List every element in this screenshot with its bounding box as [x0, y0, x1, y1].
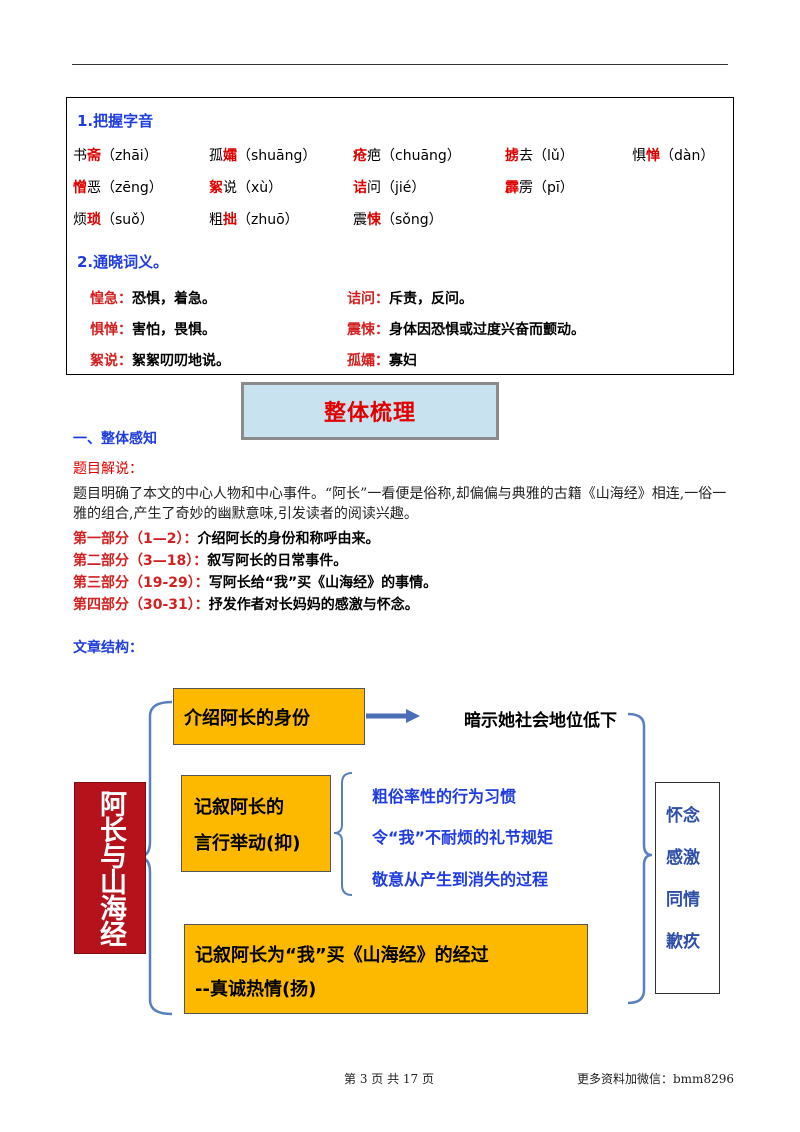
pronunciation-item: 震悚（sǒng）: [353, 211, 443, 229]
behavior-box: 记叙阿长的 言行举动(抑): [181, 775, 331, 872]
character-text: 悚: [367, 212, 381, 228]
character-text: 霹: [505, 180, 519, 196]
feelings-box: 怀念 感激 同情 歉疚: [655, 782, 720, 994]
definition-item: 震悚：身体因恐惧或过度兴奋而颤动。: [347, 322, 585, 338]
title-explanation-text: 题目明确了本文的中心人物和中心事件。“阿长”一看便是俗称,却偏偏与典雅的古籍《山…: [73, 486, 727, 522]
character-text: 粗: [209, 212, 223, 228]
section-heading: 一、整体感知: [73, 431, 157, 447]
structure-heading: 文章结构：: [73, 640, 143, 656]
pronunciation-item: 疮疤（chuāng）: [353, 147, 461, 165]
right-brace: [627, 712, 653, 1005]
character-text: 惧: [632, 148, 646, 164]
section-banner: 整体梳理: [241, 382, 499, 440]
arrow-head-icon: [406, 709, 420, 723]
pinyin-text: （suǒ）: [101, 212, 154, 228]
pinyin-text: （lǔ）: [533, 148, 574, 164]
definition-item: 惶急：恐惧，着急。: [90, 291, 216, 307]
character-text: 恶: [87, 180, 101, 196]
pronunciation-item: 掳去（lǔ）: [505, 147, 574, 165]
pronunciation-item: 诘问（jié）: [353, 179, 425, 197]
part-item: 第四部分（30-31）：抒发作者对长妈妈的感激与怀念。: [73, 597, 419, 613]
pronunciation-item: 粗拙（zhuō）: [209, 211, 299, 229]
character-text: 去: [519, 148, 533, 164]
pinyin-text: （zhāi）: [101, 148, 158, 164]
behavior-point: 敬意从产生到消失的过程: [372, 870, 549, 889]
feeling-item: 歉疚: [666, 932, 700, 952]
book-purchase-box: 记叙阿长为“我”买《山海经》的经过 --真诚热情(扬): [184, 924, 588, 1014]
pinyin-text: （dàn）: [660, 148, 715, 164]
feeling-item: 同情: [666, 890, 700, 910]
pronunciation-item: 书斋（zhāi）: [73, 147, 158, 165]
part-item: 第二部分（3—18）：叙写阿长的日常事件。: [73, 553, 348, 569]
pronunciation-item: 絮说（xù）: [209, 179, 282, 197]
pinyin-text: （pī）: [533, 180, 574, 196]
character-text: 惮: [646, 148, 660, 164]
character-text: 斋: [87, 148, 101, 164]
pinyin-text: （jié）: [381, 180, 426, 196]
definition-item: 絮说：絮絮叨叨地说。: [90, 353, 230, 369]
character-text: 雳: [519, 180, 533, 196]
pronunciation-item: 憎恶（zēng）: [73, 179, 163, 197]
character-text: 诘: [353, 180, 367, 196]
identity-box-text: 介绍阿长的身份: [184, 707, 310, 729]
banner-title: 整体梳理: [323, 401, 416, 426]
character-text: 孀: [223, 148, 237, 164]
behavior-point: 粗俗率性的行为习惯: [372, 787, 517, 806]
pronunciation-item: 惧惮（dàn）: [632, 147, 714, 165]
header-rule: [72, 64, 728, 65]
character-text: 憎: [73, 180, 87, 196]
main-topic-text: 阿长与山海经: [95, 790, 126, 946]
character-text: 絮: [209, 180, 223, 196]
pinyin-text: （xù）: [237, 180, 283, 196]
wechat-note: 更多资料加微信：bmm8296: [577, 1072, 734, 1086]
main-topic-box: 阿长与山海经: [74, 782, 146, 954]
definition-item: 诘问：斥责，反问。: [347, 291, 473, 307]
vocab-box: [66, 97, 734, 375]
character-text: 孤: [209, 148, 223, 164]
pronunciation-item: 烦琐（suǒ）: [73, 211, 154, 229]
part-item: 第三部分（19-29）：写阿长给“我”买《山海经》的事情。: [73, 575, 438, 591]
feeling-item: 感激: [666, 848, 700, 868]
pronunciation-item: 霹雳（pī）: [505, 179, 574, 197]
page-number: 第 3 页 共 17 页: [344, 1072, 434, 1086]
character-text: 疤: [367, 148, 381, 164]
identity-result: 暗示她社会地位低下: [464, 711, 617, 731]
title-explanation-label: 题目解说：: [73, 461, 143, 477]
book-purchase-line2: --真诚热情(扬): [195, 979, 317, 1000]
behavior-box-line2: 言行举动(抑): [194, 833, 301, 854]
identity-box: 介绍阿长的身份: [173, 688, 365, 745]
behavior-point: 令“我”不耐烦的礼节规矩: [372, 828, 554, 847]
character-text: 琐: [87, 212, 101, 228]
pronunciation-heading: 1.把握字音: [77, 112, 154, 130]
character-text: 说: [223, 180, 237, 196]
pinyin-text: （sǒng）: [381, 212, 443, 228]
pinyin-text: （shuāng）: [237, 148, 317, 164]
book-purchase-line1: 记叙阿长为“我”买《山海经》的经过: [195, 945, 489, 966]
pinyin-text: （chuāng）: [381, 148, 461, 164]
pinyin-text: （zēng）: [101, 180, 163, 196]
character-text: 问: [367, 180, 381, 196]
sub-brace: [333, 772, 353, 896]
part-item: 第一部分（1—2）：介绍阿长的身份和称呼由来。: [73, 531, 380, 547]
character-text: 烦: [73, 212, 87, 228]
behavior-box-line1: 记叙阿长的: [194, 797, 284, 818]
feeling-item: 怀念: [666, 806, 700, 826]
definition-item: 孤孀：寡妇: [347, 353, 417, 369]
meaning-heading: 2.通晓词义。: [77, 253, 169, 271]
pinyin-text: （zhuō）: [237, 212, 299, 228]
character-text: 疮: [353, 148, 367, 164]
character-text: 拙: [223, 212, 237, 228]
character-text: 震: [353, 212, 367, 228]
definition-item: 惧惮：害怕，畏惧。: [90, 322, 216, 338]
character-text: 书: [73, 148, 87, 164]
pronunciation-item: 孤孀（shuāng）: [209, 147, 316, 165]
character-text: 掳: [505, 148, 519, 164]
